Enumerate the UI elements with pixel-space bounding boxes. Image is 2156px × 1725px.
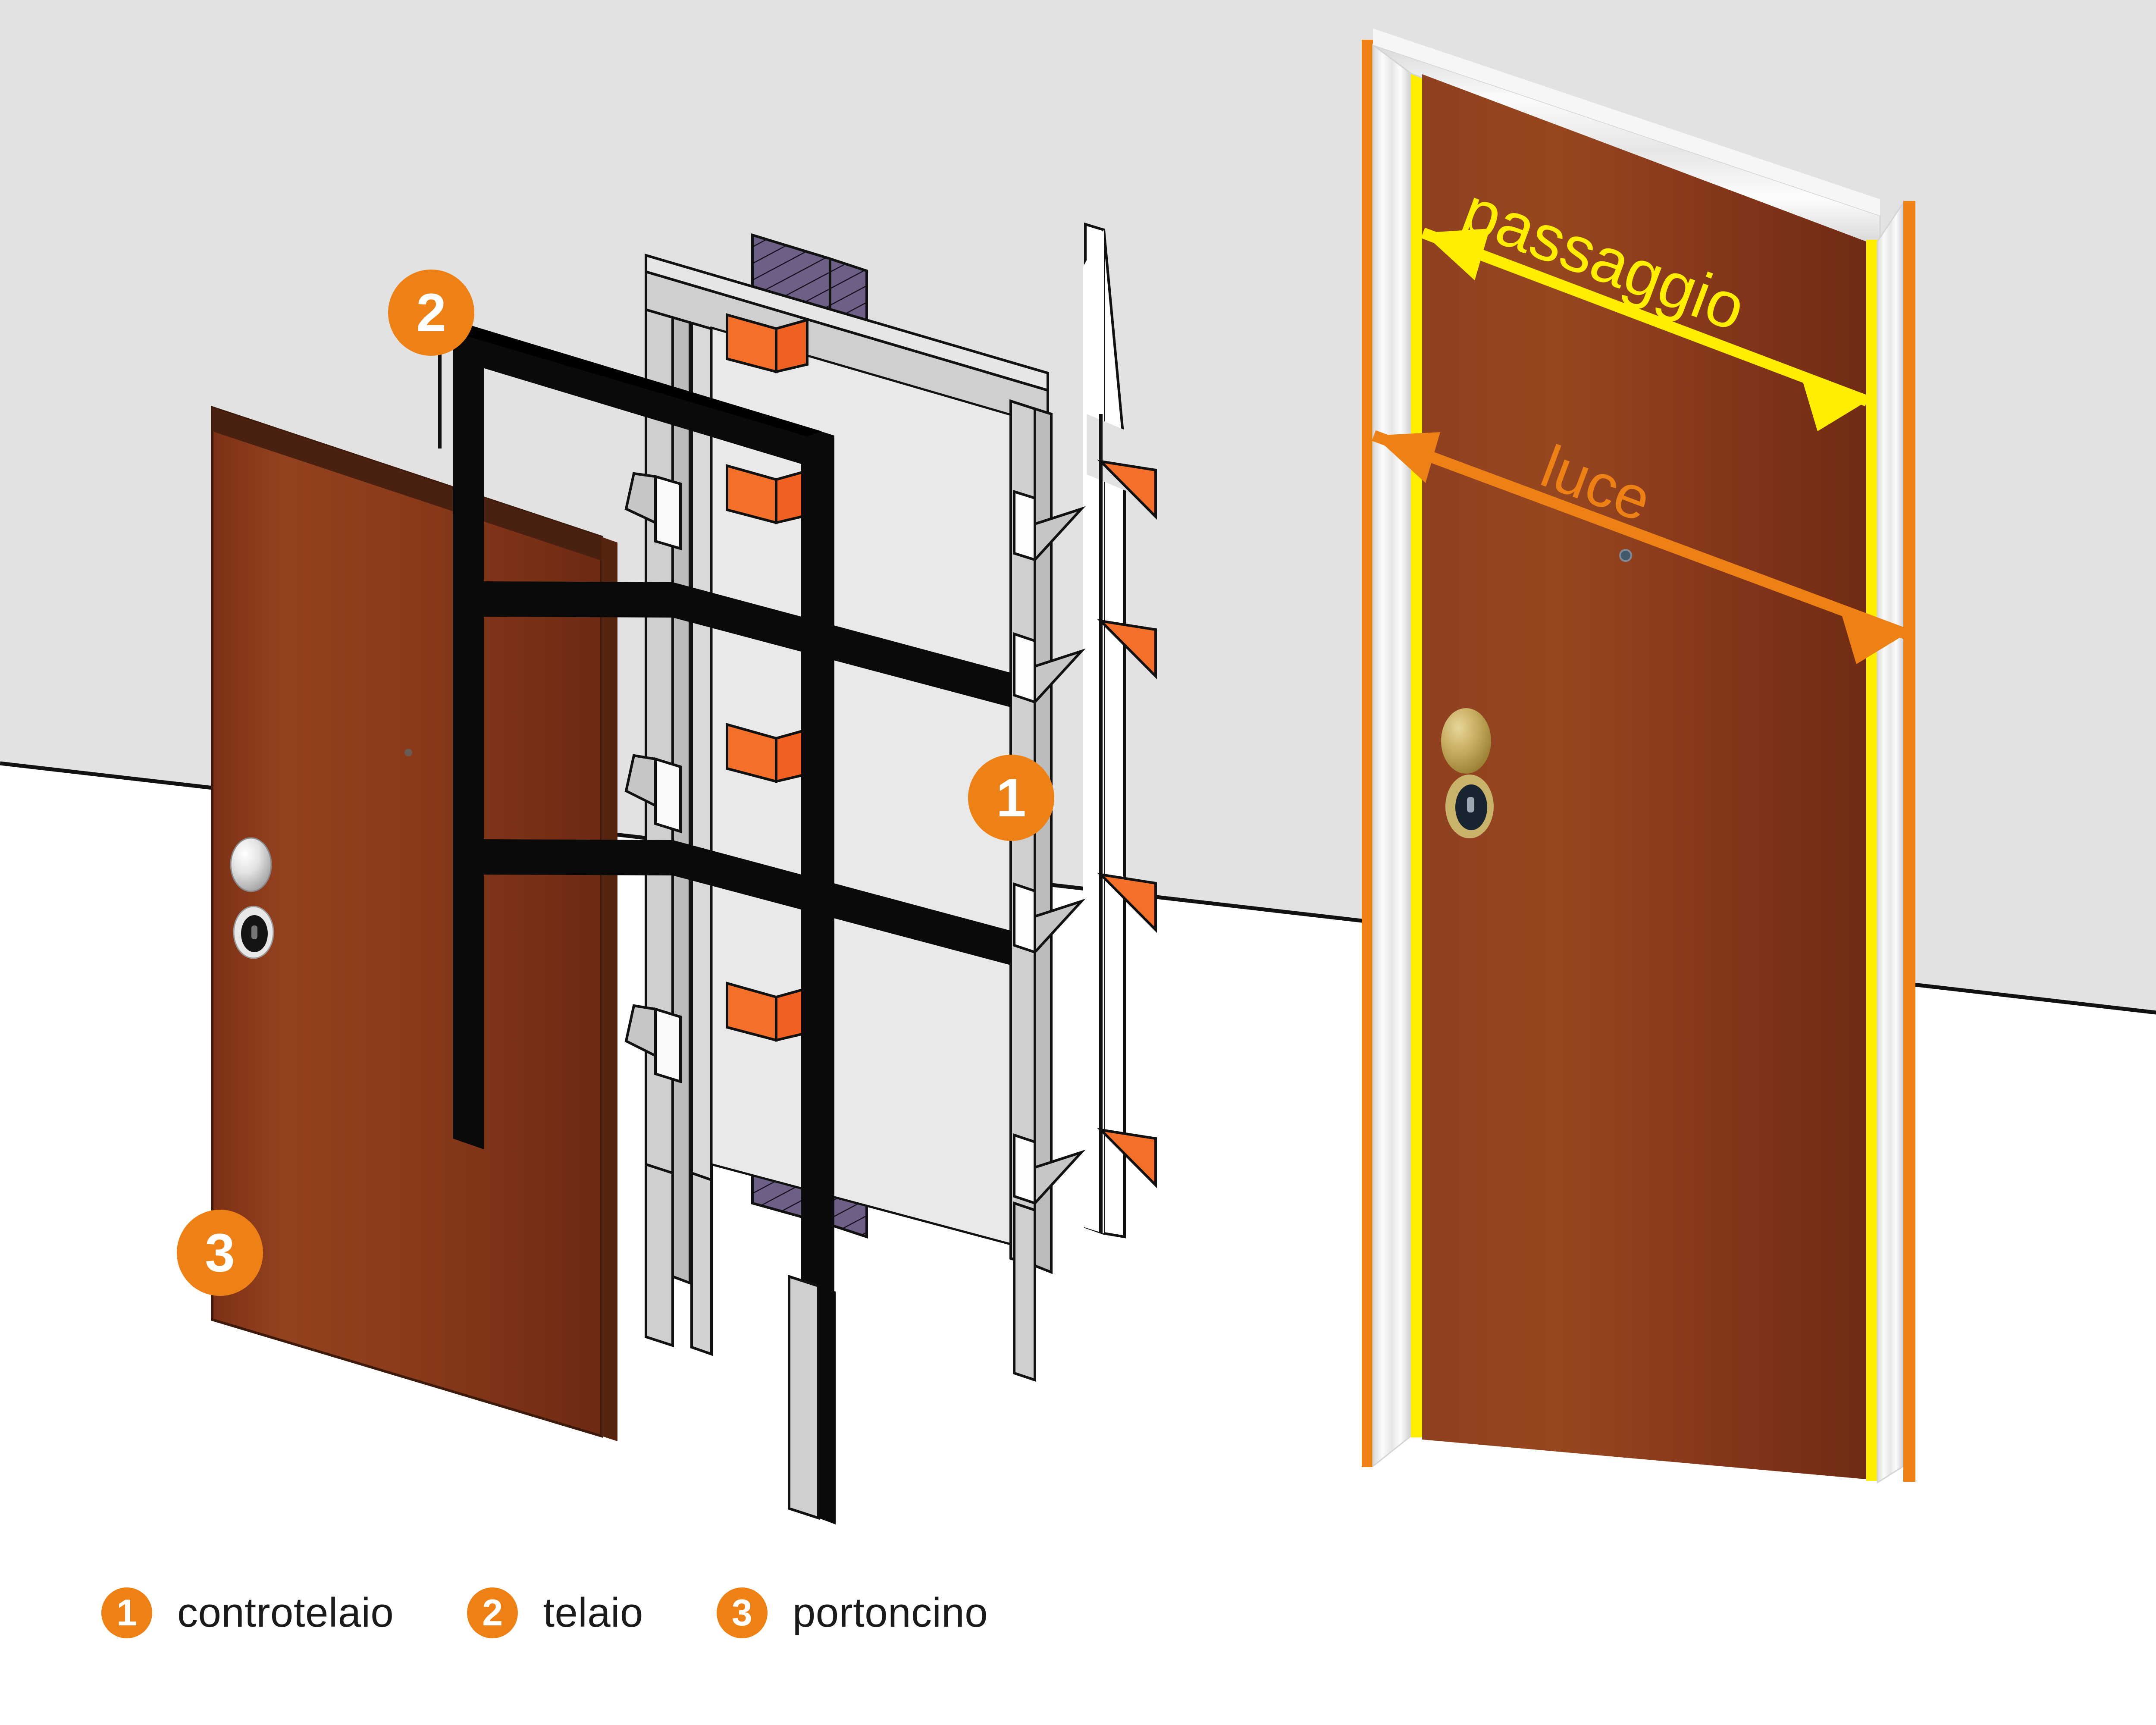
hinge-pocket-3 (654, 1007, 682, 1084)
exploded-door-peephole-icon (404, 749, 412, 756)
legend-badge-3: 3 (716, 1587, 768, 1638)
frame-lower-legs (645, 1162, 1036, 1524)
subframe-lower-leg-right (1013, 1201, 1036, 1382)
hinge-flap-2 (624, 754, 657, 808)
subframe-lower-leg-left (645, 1162, 674, 1348)
luce-arrow-shaft (1372, 430, 1908, 640)
anchor-tab-2 (1097, 619, 1157, 680)
installed-door-keyway (1467, 797, 1474, 812)
frame-telaio (453, 320, 1011, 1313)
legend-item-telaio[interactable]: 2 telaio (467, 1587, 643, 1638)
wall-anchor-tabs (1097, 459, 1157, 1189)
legend-label-controtelaio: controtelaio (177, 1590, 394, 1636)
frame-head-bevel (453, 320, 821, 436)
luce-edge-right (1903, 201, 1915, 1482)
luce-edge-left (1362, 40, 1373, 1467)
frame-left-stile (453, 320, 484, 1149)
door-panel-right-edge (602, 537, 617, 1441)
frame-molding-head-top (1373, 28, 1880, 216)
hinge-pocket-1 (654, 474, 682, 551)
callout-badge-3[interactable]: 3 (177, 1210, 263, 1296)
luce-arrow-head-right (1841, 613, 1906, 664)
frame-mid-rail-lower-left (484, 839, 673, 875)
subframe-controtelaio (624, 253, 1086, 1289)
luce-arrow-head-left (1374, 432, 1440, 483)
strike-flap-2 (1034, 648, 1086, 706)
legend-item-portoncino[interactable]: 3 portoncino (716, 1587, 988, 1638)
strike-flap-1 (1034, 506, 1086, 563)
legend-label-telaio: telaio (543, 1590, 643, 1636)
anchor-tab-4 (1097, 1128, 1157, 1189)
frame-mid-rail-upper (673, 582, 1011, 707)
passaggio-edge-left (1411, 72, 1422, 1437)
anchor-tab-3 (1097, 872, 1157, 933)
frame-mid-rail-lower (673, 840, 1011, 965)
subframe-right-leg-side (1034, 407, 1053, 1274)
subframe-anchor-blocks (726, 313, 808, 1042)
door-panel-top-edge (212, 408, 602, 561)
exploded-door-panel (211, 405, 617, 1441)
anchor-tab-1 (1097, 459, 1157, 520)
frame-molding-left (1372, 44, 1412, 1468)
legend-label-portoncino: portoncino (792, 1590, 988, 1636)
strike-flap-4 (1034, 1149, 1086, 1207)
installed-door-leaf (1422, 74, 1866, 1479)
subframe-lower-leg-left-inner (690, 1171, 713, 1356)
frame-mid-rail-upper-left (484, 581, 673, 618)
installed-door-peephole-icon (1619, 549, 1632, 562)
strike-pocket-3 (1013, 882, 1036, 954)
strike-pocket-1 (1013, 489, 1036, 562)
installed-door-assembly (1362, 28, 1915, 1484)
passaggio-edge-right (1866, 240, 1877, 1481)
passaggio-arrow-head-left (1423, 229, 1490, 280)
strike-pocket-4 (1013, 1133, 1036, 1205)
dimension-luce (1372, 430, 1908, 664)
hinge-pocket-2 (654, 757, 682, 834)
anchor-block-1-side (775, 318, 808, 373)
frame-right-stile-inner (801, 427, 821, 1310)
subframe-hinge-pockets (624, 472, 682, 1084)
callout-badge-2[interactable]: 2 (388, 270, 474, 356)
strike-pocket-2 (1013, 632, 1036, 704)
strike-flap-3 (1034, 898, 1086, 956)
subframe-lower-leg-center (788, 1274, 820, 1520)
subframe-head-top (645, 253, 1049, 392)
installed-door-knob-icon (1441, 708, 1491, 774)
legend-badge-1: 1 (101, 1587, 152, 1638)
dimension-passaggio (1421, 227, 1869, 431)
exploded-door-knob-icon (230, 837, 272, 892)
passaggio-arrow-shaft (1421, 227, 1869, 407)
subframe-strike-pockets (1013, 489, 1086, 1207)
legend: 1 controtelaio 2 telaio 3 portoncino (0, 1548, 2156, 1678)
legend-badge-2: 2 (467, 1587, 518, 1638)
passaggio-arrow-head-right (1802, 380, 1867, 431)
frame-molding-right (1877, 201, 1904, 1484)
exploded-door-keyway (251, 925, 257, 939)
subframe-lower-leg-center-side (818, 1286, 836, 1524)
callout-badge-1[interactable]: 1 (968, 755, 1054, 841)
legend-item-controtelaio[interactable]: 1 controtelaio (101, 1587, 394, 1638)
hinge-flap-3 (624, 1004, 657, 1058)
wall-right-panel-return (1083, 230, 1104, 1233)
hinge-flap-1 (624, 472, 657, 525)
